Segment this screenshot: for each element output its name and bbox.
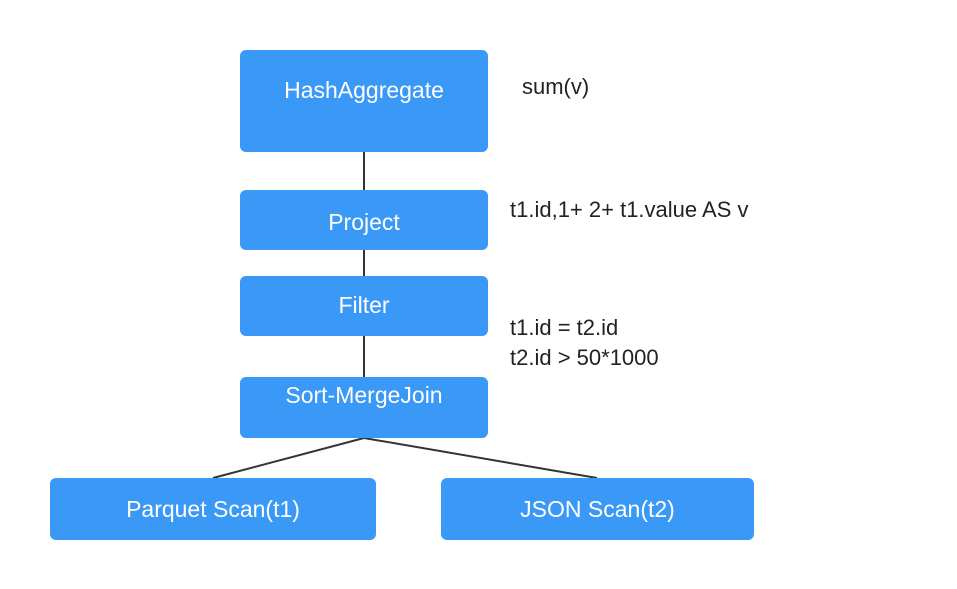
project-label: Project [328, 208, 400, 235]
sort-merge-join-label: Sort-MergeJoin [285, 382, 443, 408]
parquet-scan-label: Parquet Scan(t1) [126, 495, 300, 522]
project-annotation: t1.id,1+ 2+ t1.value AS v [510, 197, 749, 222]
filter-annotation-line1: t1.id = t2.id [510, 315, 619, 340]
project-node: Project [240, 190, 488, 250]
sort-merge-join-node: Sort-MergeJoin [240, 377, 488, 438]
json-scan-node: JSON Scan(t2) [441, 478, 754, 540]
aggregate-annotation: sum(v) [522, 74, 590, 99]
hash-aggregate-label: HashAggregate [284, 77, 444, 103]
edge-join-json [363, 437, 598, 479]
json-scan-label: JSON Scan(t2) [520, 495, 675, 522]
filter-node: Filter [240, 276, 488, 336]
filter-annotation-line2: t2.id > 50*1000 [510, 345, 659, 370]
edge-join-parquet [212, 437, 365, 479]
parquet-scan-node: Parquet Scan(t1) [50, 478, 376, 540]
hash-aggregate-node: HashAggregate [240, 50, 488, 152]
filter-label: Filter [338, 291, 390, 318]
